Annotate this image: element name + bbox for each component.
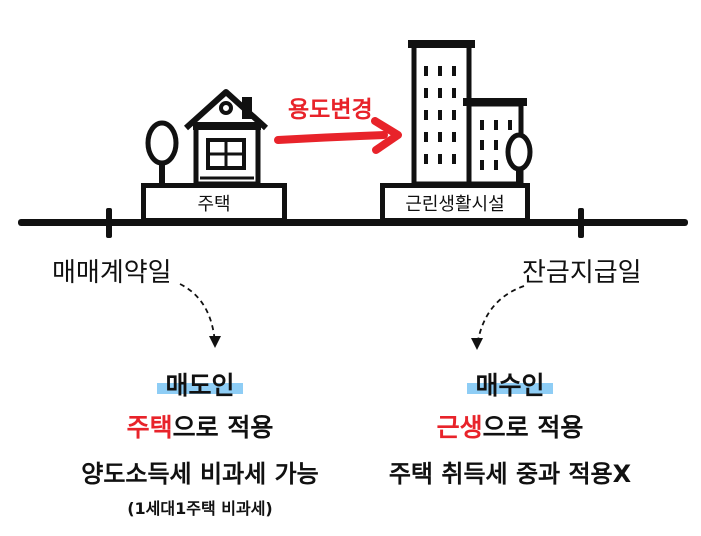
seller-role: 매도인 <box>157 371 243 400</box>
seller-tax-line: 양도소득세 비과세 가능 <box>81 460 319 488</box>
seller-note: (1세대1주택 비과세) <box>127 499 273 518</box>
buyer-apply-highlight: 근생 <box>436 413 483 442</box>
buyer-tax-line: 주택 취득세 중과 적용X <box>388 460 632 488</box>
after-building-label: 근린생활시설 <box>405 194 505 215</box>
before-building-plinth: 주택 <box>141 183 287 223</box>
timeline-tick-contract <box>106 208 112 238</box>
dashed-arrow-left-icon <box>179 283 221 348</box>
payment-date-label: 잔금지급일 <box>522 258 642 288</box>
change-arrow-icon <box>274 117 402 154</box>
tree-icon <box>505 132 533 186</box>
house-icon <box>183 89 269 187</box>
after-building-plinth: 근린생활시설 <box>380 183 530 223</box>
seller-apply-highlight: 주택 <box>126 413 173 442</box>
change-label: 용도변경 <box>288 97 373 123</box>
dashed-arrow-right-icon <box>471 285 525 350</box>
buyer-apply-rest: 으로 적용 <box>482 413 584 442</box>
tall-building-icon <box>408 40 475 187</box>
seller-apply-rest: 으로 적용 <box>172 413 274 442</box>
before-building-label: 주택 <box>197 194 231 215</box>
tree-icon <box>145 120 179 186</box>
seller-block: 매도인 주택으로 적용 양도소득세 비과세 가능 (1세대1주택 비과세) <box>30 366 370 519</box>
contract-date-label: 매매계약일 <box>52 258 172 288</box>
timeline <box>18 219 688 226</box>
buyer-role: 매수인 <box>467 371 553 400</box>
buyer-block: 매수인 근생으로 적용 주택 취득세 중과 적용X <box>345 366 675 489</box>
timeline-tick-payment <box>578 208 584 238</box>
